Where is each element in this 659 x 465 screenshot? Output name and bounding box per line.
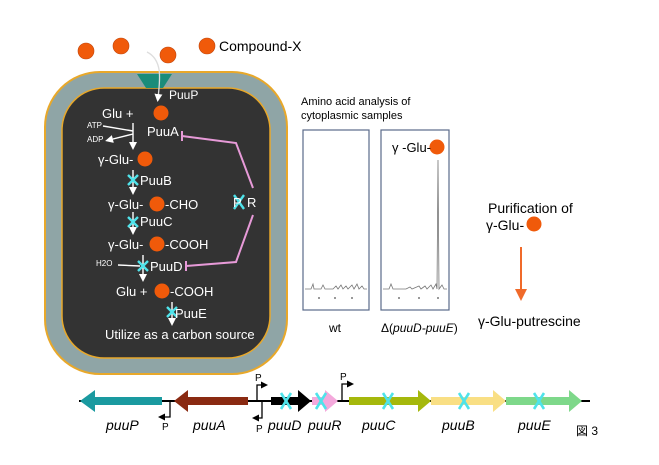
- enzyme-label-puuc: PuuC: [140, 214, 173, 229]
- promoter-label: P: [255, 373, 262, 384]
- cytoplasm: [61, 87, 271, 359]
- figure-label: 図 3: [576, 424, 599, 438]
- analysis-title-line1: Amino acid analysis of: [301, 96, 411, 108]
- transporter-label: PuuP: [169, 88, 199, 102]
- promoter-label: P: [162, 422, 169, 433]
- mutant-label-genes: puuD-puuE: [393, 321, 454, 335]
- step-substrate-3-suffix: -COOH: [165, 237, 209, 252]
- compound-molecule: [137, 151, 153, 167]
- step-substrate-3-prefix: γ-Glu-: [108, 237, 144, 252]
- chromatogram-ticks: [318, 297, 439, 299]
- compound-molecule: [429, 139, 445, 155]
- enzyme-label-puua: PuuA: [147, 124, 179, 139]
- gene-arrow-puuA: [174, 390, 248, 412]
- compound-molecule: [154, 283, 170, 299]
- knockout-x-icons: [127, 174, 245, 318]
- purification-line2: γ-Glu-: [486, 217, 525, 233]
- uptake-arrow: [146, 51, 163, 102]
- final-fate-label: Utilize as a carbon source: [105, 327, 255, 342]
- compound-molecule: [77, 42, 95, 60]
- panel-label-mutant: Δ(puuD-puuE): [381, 321, 458, 335]
- gene-label-puuE: puuE: [518, 417, 551, 433]
- compound-molecule: [159, 46, 177, 64]
- compound-molecule: [526, 216, 542, 232]
- puur-repression-lines: [181, 131, 254, 271]
- compound-molecule: [149, 196, 165, 212]
- gene-label-puuC: puuC: [362, 417, 396, 433]
- gene-arrow-puuD: [271, 390, 311, 412]
- enzyme-label-puud: PuuD: [150, 259, 183, 274]
- compound-molecule: [153, 105, 169, 121]
- compound-legend-icon: [198, 37, 216, 55]
- purification-arrowhead: [515, 289, 527, 301]
- chromatogram-trace-mutant: [383, 159, 447, 291]
- gene-label-puuP: puuP: [106, 417, 139, 433]
- step-substrate-1: γ-Glu-: [98, 152, 134, 167]
- mutant-label-prefix: Δ(: [381, 321, 394, 335]
- enzyme-label-puue: PuuE: [175, 306, 207, 321]
- gene-label-puuR: puuR: [308, 417, 342, 433]
- gene-arrow-puuP: [80, 390, 162, 412]
- step-substrate-4-prefix: Glu +: [116, 284, 148, 299]
- purification-line1: Purification of: [488, 200, 573, 216]
- step-substrate-2-prefix: γ-Glu-: [108, 197, 144, 212]
- enzyme-label-puub: PuuB: [140, 173, 172, 188]
- mutant-label-suffix: ): [453, 321, 458, 335]
- cofactor-adp: ADP: [87, 135, 104, 144]
- gene-label-puuA: puuA: [193, 417, 226, 433]
- gene-arrow-puuE: [506, 390, 582, 412]
- peak-label: γ -Glu-: [392, 140, 431, 155]
- compound-legend-label: Compound-X: [219, 38, 302, 54]
- analysis-title-line2: cytoplasmic samples: [301, 110, 403, 122]
- repressor-label-left: P: [233, 195, 242, 210]
- gene-arrow-puuB: [431, 390, 506, 412]
- step-substrate-0: Glu +: [102, 106, 134, 121]
- cofactor-h2o: H2O: [96, 259, 113, 268]
- chromatogram-trace-wt: [305, 282, 367, 290]
- step-substrate-2-suffix: -CHO: [165, 197, 199, 212]
- gene-knockout-x-icons: [279, 392, 546, 410]
- promoter-label: P: [340, 372, 347, 383]
- gene-arrow-puuC: [349, 390, 431, 412]
- promoter-icons: [158, 380, 354, 422]
- gene-label-puuB: puuB: [442, 417, 475, 433]
- repressor-label-right: R: [247, 195, 257, 210]
- puup-transporter-icon: [137, 74, 172, 88]
- compound-molecule: [112, 37, 130, 55]
- cofactor-atp: ATP: [87, 121, 102, 130]
- gene-label-puuD: puuD: [268, 417, 302, 433]
- step-substrate-4-suffix: -COOH: [170, 284, 214, 299]
- purification-product: γ-Glu-putrescine: [478, 313, 581, 329]
- chromatogram-panel-wt: [302, 129, 370, 311]
- gene-arrow-puuR: [312, 390, 338, 412]
- panel-label-wt: wt: [329, 321, 341, 335]
- promoter-label: P: [256, 424, 263, 435]
- compound-molecule: [149, 236, 165, 252]
